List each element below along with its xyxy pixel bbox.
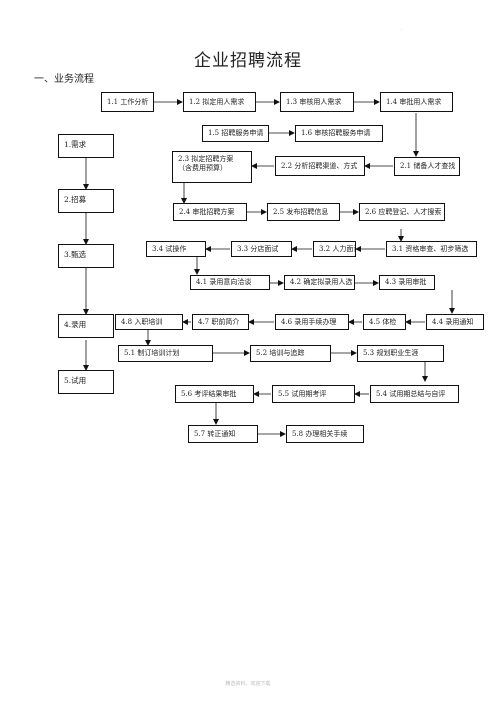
step-5-3: 5.3 规划职业生涯 [357, 345, 444, 362]
step-4-6: 4.6 录用手续办理 [275, 314, 349, 330]
step-1-5: 1.5 招聘服务申请 [202, 125, 269, 142]
step-4-2: 4.2 确定拟录用人选 [284, 275, 355, 290]
step-4-4: 4.4 录用通知 [426, 314, 484, 330]
step-5-2: 5.2 培训与追踪 [250, 345, 331, 362]
step-3-2: 3.2 人力面试 [313, 241, 356, 257]
step-4-5: 4.5 体检 [363, 314, 406, 330]
step-5-5: 5.5 试用期考评 [272, 385, 355, 403]
step-5-6: 5.6 考评结果审批 [175, 385, 254, 403]
step-1-1: 1.1 工作分析 [101, 92, 154, 112]
page-footer: 精选资料，欢迎下载 [225, 681, 271, 687]
step-5-8: 5.8 办理相关手续 [286, 425, 364, 443]
step-2-3-label: 2.3 拟定招聘方案 [178, 155, 234, 163]
step-2-3-note: （含费用预算） [178, 163, 227, 172]
step-2-4: 2.4 审批招聘方案 [173, 203, 247, 221]
stage-recruitment: 2.招募 [58, 189, 114, 213]
stage-selection: 3.甄选 [58, 244, 114, 268]
step-4-8: 4.8 入职培训 [115, 314, 183, 330]
step-5-1: 5.1 制订培训计划 [118, 345, 213, 362]
stage-probation: 5.试用 [58, 370, 114, 394]
stage-hiring: 4.录用 [58, 314, 114, 338]
step-5-4: 5.4 试用期总结与自评 [370, 385, 459, 403]
step-5-7: 5.7 转正通知 [188, 425, 258, 443]
section-heading: 一、业务流程 [34, 74, 94, 85]
page-dot: . [400, 26, 402, 32]
step-4-3: 4.3 录用审批 [379, 275, 435, 290]
step-3-3: 3.3 分店面试 [231, 241, 292, 257]
page-title: 企业招聘流程 [194, 51, 302, 71]
stage-demand: 1.需求 [58, 134, 114, 158]
step-4-1: 4.1 录用意向洽谈 [190, 275, 270, 290]
step-1-4: 1.4 审批用人需求 [380, 92, 453, 112]
step-2-3: 2.3 拟定招聘方案 （含费用预算） [172, 151, 252, 183]
step-2-2: 2.2 分析招聘渠道、方式 [275, 156, 365, 176]
step-1-6: 1.6 审核招聘服务申请 [295, 125, 383, 142]
step-4-7: 4.7 职前简介 [192, 314, 249, 330]
step-2-5: 2.5 发布招聘信息 [267, 203, 340, 221]
step-3-4: 3.4 试操作 [146, 241, 206, 257]
step-2-6: 2.6 应聘登记、人才搜索 [359, 203, 445, 221]
step-2-1: 2.1 储备人才查找 [394, 157, 460, 176]
step-3-1: 3.1 资格审查、初步筛选 [386, 241, 477, 257]
step-1-2: 1.2 拟定用人需求 [183, 92, 256, 112]
step-1-3: 1.3 审核用人需求 [280, 92, 354, 112]
